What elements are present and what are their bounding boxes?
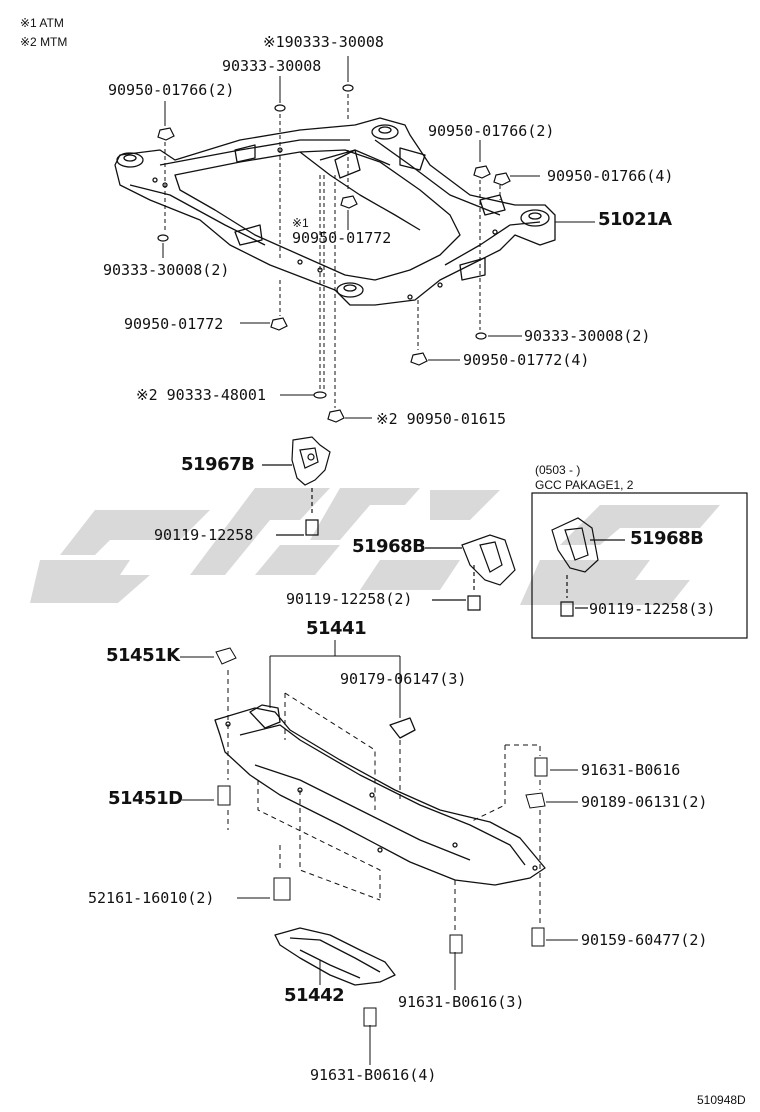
nut-icon xyxy=(340,195,358,209)
callout-90950-01766-2-left: 90950-01766(2) xyxy=(108,81,235,99)
bracket-51967b xyxy=(262,436,331,536)
callout-52161-16010-2: 52161-16010(2) xyxy=(88,889,215,907)
callout-51441: 51441 xyxy=(306,618,367,639)
bolt-icon xyxy=(217,785,231,806)
callout-90179-06147-3: 90179-06147(3) xyxy=(340,670,467,688)
bolt-icon xyxy=(531,927,545,947)
subframe-crossmember xyxy=(114,117,556,306)
clip-icon xyxy=(525,792,546,809)
undercover-leaders xyxy=(180,640,578,1065)
callout-91631-b0616-4: 91631-B0616(4) xyxy=(310,1066,437,1084)
push-clip-icon xyxy=(273,877,291,901)
callout-51968b-left: 51968B xyxy=(352,536,426,557)
callout-91631-b0616-3: 91631-B0616(3) xyxy=(398,993,525,1011)
nut-icon xyxy=(157,127,175,141)
bracket-51968b-left xyxy=(425,534,516,611)
gcc-package: GCC PAKAGE1, 2 xyxy=(535,478,634,492)
washer-icon xyxy=(157,234,169,242)
gcc-period: (0503 - ) xyxy=(535,463,581,477)
callout-90119-12258: 90119-12258 xyxy=(154,526,254,544)
nut-icon xyxy=(215,647,237,665)
callout-90950-01772-left: 90950-01772 xyxy=(124,315,224,333)
callout-51451k: 51451K xyxy=(106,645,180,666)
lower-cover-51442 xyxy=(274,927,396,986)
callout-90950-01772-atm-mark: ※1 xyxy=(292,216,309,230)
callout-90119-12258-3: 90119-12258(3) xyxy=(589,600,716,618)
callout-90333-30008-top: 90333-30008 xyxy=(222,57,322,75)
legend-mtm: ※2 MTM xyxy=(20,35,68,49)
bolt-icon xyxy=(305,519,319,536)
subframe-fasteners xyxy=(157,84,511,423)
subframe-leaders xyxy=(162,56,595,419)
callout-91631-b0616: 91631-B0616 xyxy=(581,761,681,779)
bolt-icon xyxy=(449,934,463,954)
bolt-icon xyxy=(534,757,548,777)
callout-90950-01615-mtm: ※2 90950-01615 xyxy=(376,410,506,428)
callout-90333-30008-2-left: 90333-30008(2) xyxy=(103,261,230,279)
clip-icon xyxy=(389,717,416,739)
watermark-logo xyxy=(30,488,720,605)
callout-90159-60477-2: 90159-60477(2) xyxy=(581,931,708,949)
bolt-icon xyxy=(467,595,481,611)
callout-90950-01772-4: 90950-01772(4) xyxy=(463,351,590,369)
gcc-package-box xyxy=(531,492,748,639)
callout-90950-01766-2-right: 90950-01766(2) xyxy=(428,122,555,140)
callout-90950-01772-atm: 90950-01772 xyxy=(292,229,392,247)
callout-90333-30008-2-right: 90333-30008(2) xyxy=(524,327,651,345)
callout-51967b: 51967B xyxy=(181,454,255,475)
callout-51442: 51442 xyxy=(284,985,345,1006)
callout-51021a: 51021A xyxy=(598,209,672,230)
nut-icon xyxy=(493,172,511,186)
callout-90333-48001-mtm: ※2 90333-48001 xyxy=(136,386,266,404)
callout-90119-12258-2: 90119-12258(2) xyxy=(286,590,413,608)
nut-icon xyxy=(327,409,345,423)
legend-atm: ※1 ATM xyxy=(20,16,64,30)
washer-icon xyxy=(313,391,327,399)
washer-icon xyxy=(274,104,286,112)
washer-icon xyxy=(475,332,487,340)
callout-90333-30008-atm: ※190333-30008 xyxy=(263,33,384,51)
bolt-icon xyxy=(560,601,574,617)
diagram-code: 510948D xyxy=(697,1093,746,1107)
washer-icon xyxy=(342,84,354,92)
nut-icon xyxy=(270,317,288,331)
callout-90189-06131-2: 90189-06131(2) xyxy=(581,793,708,811)
bolt-icon xyxy=(363,1007,377,1027)
nut-icon xyxy=(410,352,428,366)
callout-90950-01766-4: 90950-01766(4) xyxy=(547,167,674,185)
engine-undercover-51441 xyxy=(214,704,546,886)
callout-51968b-right: 51968B xyxy=(630,528,704,549)
callout-51451d: 51451D xyxy=(108,788,183,809)
nut-icon xyxy=(473,165,491,179)
